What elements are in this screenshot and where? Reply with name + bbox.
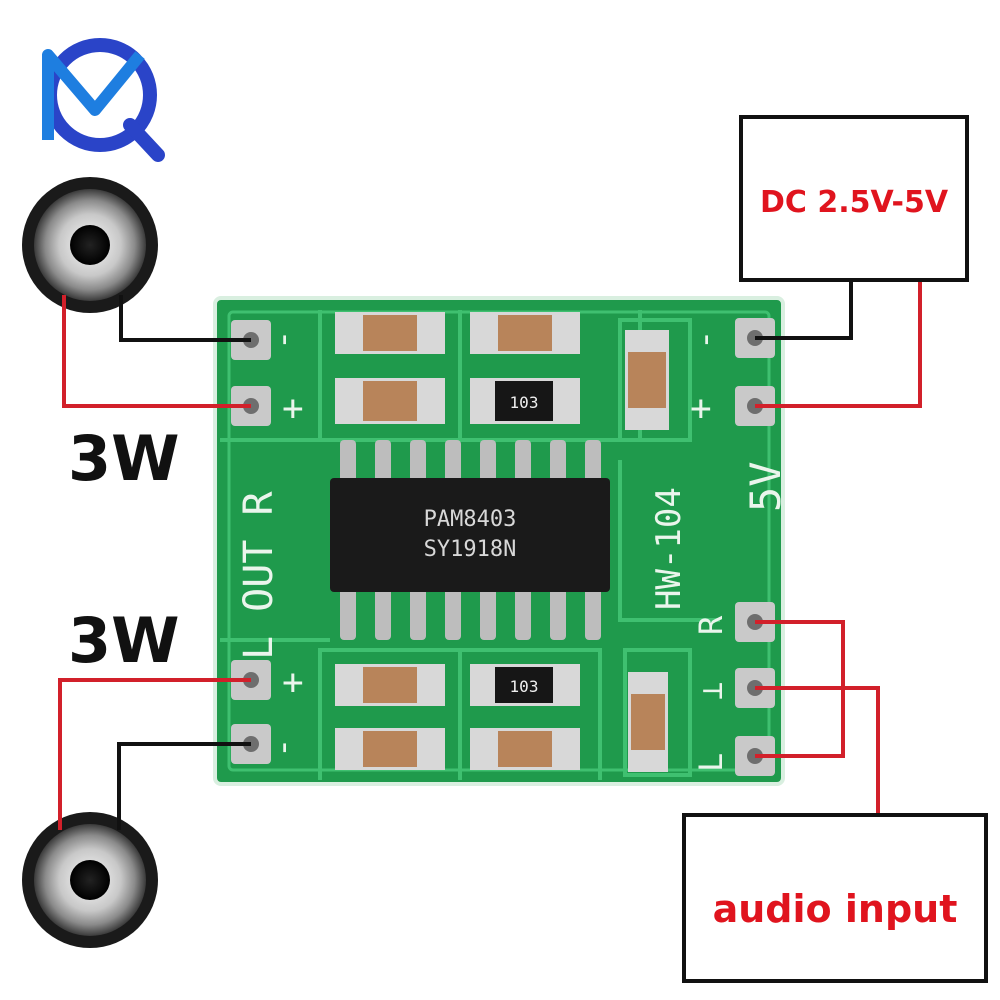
smd-components-top — [335, 312, 669, 430]
resistor-bottom-code: 103 — [510, 677, 539, 696]
pam8403-chip: PAM8403 SY1918N — [330, 478, 610, 592]
speaker-left-icon — [22, 812, 158, 948]
silk-voltage-label: 5V — [741, 461, 790, 512]
silk-input-l: L — [692, 753, 730, 772]
svg-text:★ ★: ★ ★ — [92, 115, 125, 132]
wire-left-speaker-positive — [58, 678, 251, 830]
speaker-right-power-label: 3W — [68, 422, 180, 495]
wire-right-speaker-positive — [62, 295, 251, 408]
chip-model-text: PAM8403 — [424, 507, 517, 532]
audio-input-label: audio input — [713, 887, 958, 931]
chip-batch-text: SY1918N — [424, 537, 517, 562]
silk-power-minus: - — [685, 330, 725, 350]
audio-input-box: audio input — [682, 813, 988, 983]
smd-components-bottom — [335, 664, 668, 772]
silk-out-label: L OUT R — [236, 491, 282, 660]
silk-model-label: HW-104 — [649, 487, 689, 610]
silk-right-minus: - — [263, 330, 303, 350]
silk-input-r: R — [692, 615, 730, 635]
speaker-right-icon — [22, 177, 158, 313]
silk-left-minus: - — [263, 738, 303, 758]
wire-left-speaker-negative — [117, 742, 251, 830]
speaker-left-power-label: 3W — [68, 604, 180, 677]
resistor-top-code: 103 — [510, 393, 539, 412]
wire-power-positive — [755, 280, 922, 408]
wire-right-speaker-negative — [119, 295, 251, 342]
wire-audio-gnd — [755, 686, 880, 815]
brand-logo: ★ ★ — [42, 38, 165, 162]
silk-left-plus: + — [282, 662, 304, 703]
power-supply-label: DC 2.5V-5V — [760, 185, 949, 220]
silk-input-gnd: ⊥ — [695, 682, 730, 700]
amplifier-board: 103 103 PAM8403 SY1918N L OUT — [213, 296, 790, 786]
silk-power-plus: + — [690, 388, 712, 429]
silk-right-plus: + — [282, 388, 304, 429]
wire-power-negative — [755, 280, 853, 340]
ic-pins — [340, 440, 601, 640]
power-supply-box: DC 2.5V-5V — [739, 115, 969, 282]
